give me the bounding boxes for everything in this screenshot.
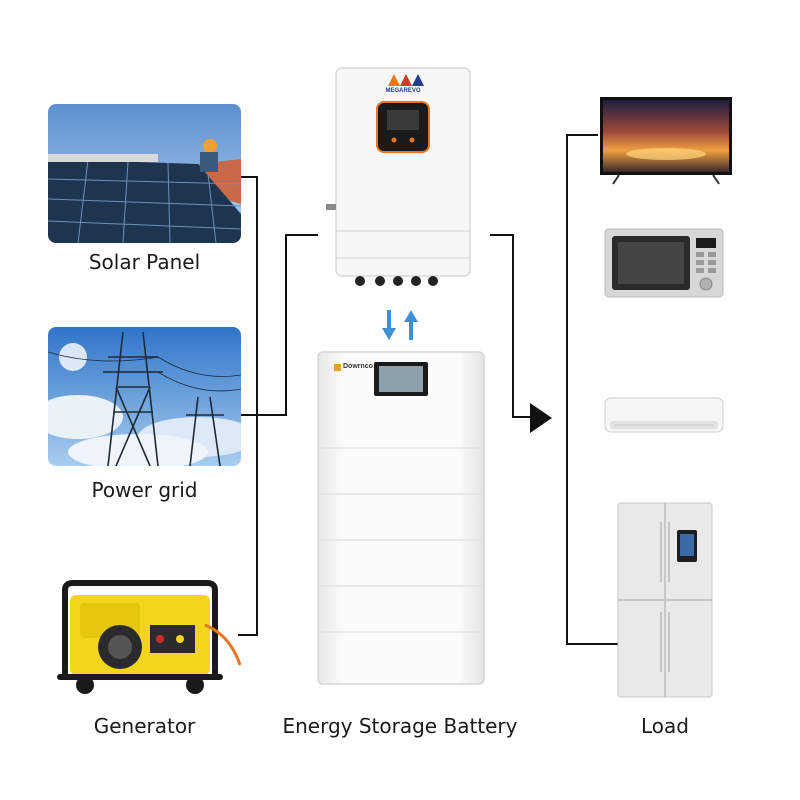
triangle-right-icon	[530, 403, 554, 433]
generator-label: Generator	[93, 714, 196, 738]
inverter	[318, 66, 488, 288]
connector-out-h1	[490, 234, 514, 236]
microwave-image	[604, 228, 724, 300]
solar-panel-image	[48, 104, 241, 243]
connector-sources-v	[256, 176, 258, 636]
connector-grid-h	[241, 414, 287, 416]
air-conditioner-image	[604, 397, 724, 435]
solar-panel-label: Solar Panel	[88, 250, 201, 274]
connector-generator-h	[238, 634, 258, 636]
generator-image	[55, 575, 245, 700]
inverter-brand: MEGAREVO	[385, 88, 421, 94]
energy-storage-battery	[316, 350, 486, 686]
connector-solar-h	[241, 176, 258, 178]
load-bracket-top	[566, 134, 598, 136]
power-grid-label: Power grid	[91, 478, 198, 502]
battery-brand: Dowrnco	[343, 363, 373, 370]
connector-out-v	[512, 234, 514, 418]
connector-out-h2	[512, 416, 534, 418]
up-down-arrows-icon	[378, 308, 424, 342]
battery-label: Energy Storage Battery	[282, 714, 518, 738]
refrigerator-image	[617, 502, 713, 698]
tv-image	[599, 96, 733, 186]
power-grid-image	[48, 327, 241, 466]
load-bracket-v	[566, 134, 568, 645]
load-label: Load	[641, 714, 689, 738]
load-bracket-bottom	[566, 643, 618, 645]
connector-inverter-v	[285, 234, 287, 416]
connector-inverter-h	[285, 234, 318, 236]
